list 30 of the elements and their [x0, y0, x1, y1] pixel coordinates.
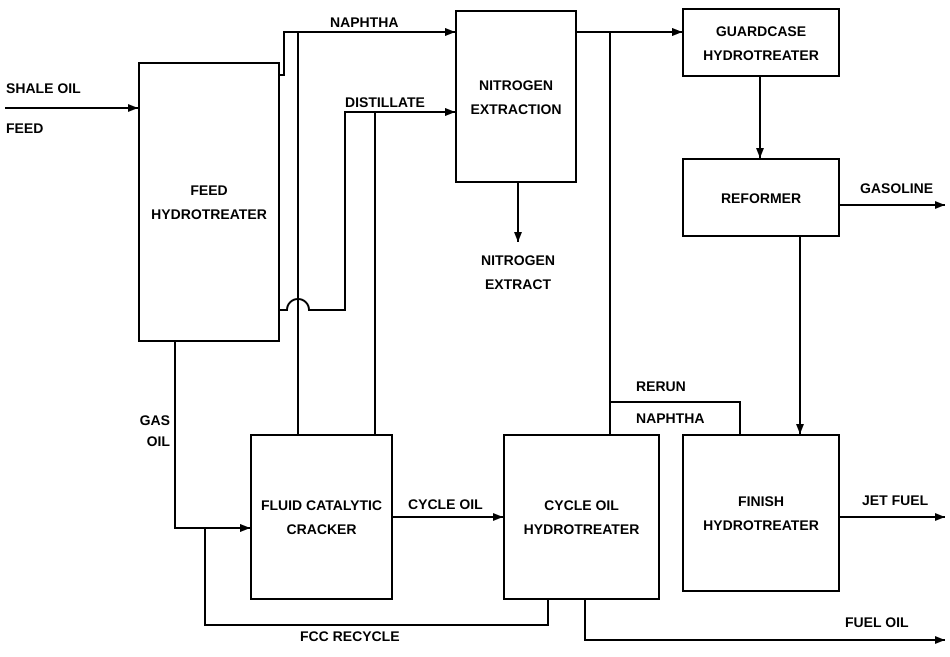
flow-arrow — [756, 77, 764, 158]
flow-arrow — [5, 104, 138, 112]
flow-arrow — [297, 28, 455, 434]
process-box: REFORMER — [682, 158, 840, 237]
edge-label: JET FUEL — [862, 491, 928, 510]
flow-arrow — [374, 108, 455, 434]
flow-arrow — [584, 600, 945, 644]
process-box: FLUID CATALYTIC CRACKER — [250, 434, 393, 600]
edge-label: RERUN NAPHTHA — [636, 377, 706, 428]
edge-label: FUEL OIL — [845, 613, 909, 632]
flow-arrow — [796, 237, 804, 434]
edge-label: DISTILLATE — [345, 93, 425, 112]
edge-label: NAPHTHA — [330, 13, 398, 32]
process-box: CYCLE OIL HYDROTREATER — [503, 434, 660, 600]
edge-label: FCC RECYCLE — [300, 627, 400, 646]
edge-label: GASOLINE — [860, 179, 934, 198]
process-box: GUARDCASE HYDROTREATER — [682, 8, 840, 77]
stream-label: NITROGEN EXTRACT — [465, 242, 571, 302]
flow-arrow — [609, 28, 741, 434]
flow-arrow — [514, 183, 522, 242]
flow-arrow — [840, 513, 945, 521]
process-box: FEED HYDROTREATER — [138, 62, 280, 342]
process-box: NITROGEN EXTRACTION — [455, 10, 577, 183]
edge-label: GAS OIL — [138, 411, 170, 451]
process-box: FINISH HYDROTREATER — [682, 434, 840, 592]
edge-label: SHALE OIL FEED — [6, 79, 82, 138]
flow-arrow — [204, 524, 549, 626]
edge-label: CYCLE OIL — [408, 495, 483, 514]
flow-arrow — [393, 513, 503, 521]
flow-arrow — [840, 201, 945, 209]
